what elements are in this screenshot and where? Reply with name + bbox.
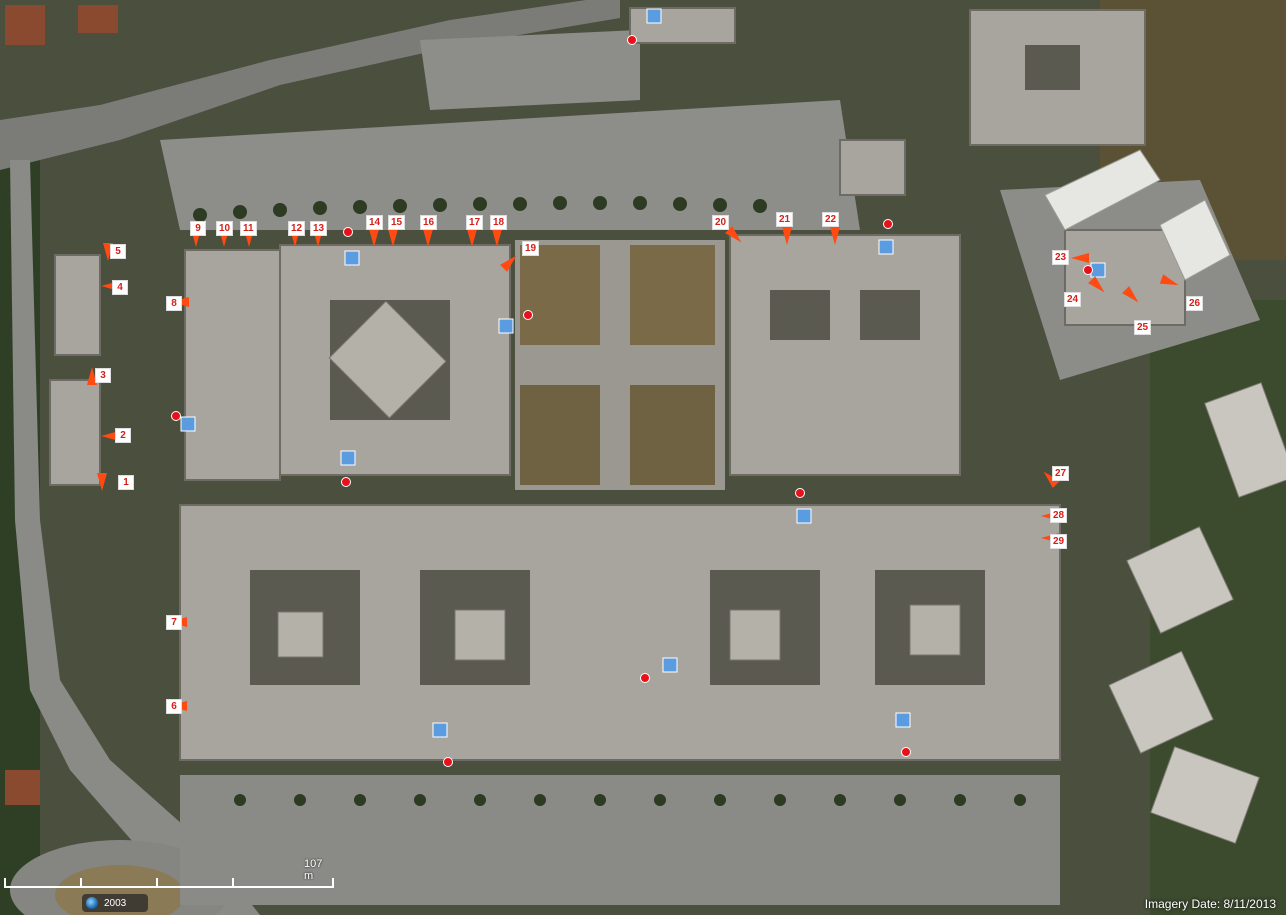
- marker-label: 3: [95, 368, 111, 383]
- red-dot-marker: [795, 488, 805, 498]
- red-dot-marker: [343, 227, 353, 237]
- camera-direction-arrow: [1088, 276, 1105, 293]
- camera-square-marker: [180, 416, 196, 432]
- marker-label: 11: [240, 221, 257, 236]
- camera-direction-arrow: [101, 431, 119, 441]
- scale-tick: [332, 878, 334, 888]
- marker-label: 15: [388, 215, 406, 230]
- marker-label: 26: [1186, 296, 1204, 311]
- marker-label: 19: [522, 241, 540, 256]
- red-dot-marker: [341, 477, 351, 487]
- camera-square-marker: [340, 450, 356, 466]
- marker-label: 6: [166, 699, 182, 714]
- camera-square-marker: [796, 508, 812, 524]
- marker-label: 27: [1052, 466, 1070, 481]
- marker-label: 4: [112, 280, 128, 295]
- camera-direction-arrow: [467, 229, 477, 247]
- red-dot-marker: [883, 219, 893, 229]
- scale-tick: [80, 878, 82, 888]
- clock-icon: [86, 897, 98, 909]
- scale-label: 107 m: [304, 858, 323, 882]
- camera-direction-arrow: [1159, 274, 1179, 286]
- marker-label: 24: [1064, 292, 1082, 307]
- imagery-date: Imagery Date: 8/11/2013: [1144, 897, 1276, 911]
- camera-direction-arrow: [97, 473, 107, 491]
- camera-square-marker: [344, 250, 360, 266]
- marker-label: 7: [166, 615, 182, 630]
- camera-square-marker: [498, 318, 514, 334]
- marker-label: 5: [110, 244, 126, 259]
- red-dot-marker: [627, 35, 637, 45]
- red-dot-marker: [1083, 265, 1093, 275]
- red-dot-marker: [443, 757, 453, 767]
- camera-square-marker: [878, 239, 894, 255]
- historical-year: 2003: [104, 897, 127, 909]
- camera-square-marker: [895, 712, 911, 728]
- scale-line: [4, 886, 334, 888]
- camera-direction-arrow: [830, 227, 840, 245]
- marker-label: 18: [490, 215, 508, 230]
- red-dot-marker: [171, 411, 181, 421]
- marker-label: 21: [776, 212, 794, 227]
- camera-direction-arrow: [369, 229, 379, 247]
- camera-direction-arrow: [782, 227, 792, 245]
- marker-label: 9: [190, 221, 206, 236]
- camera-direction-arrow: [1122, 286, 1139, 303]
- camera-square-marker: [432, 722, 448, 738]
- marker-label: 23: [1052, 250, 1070, 265]
- camera-direction-arrow: [423, 229, 433, 247]
- camera-direction-arrow: [725, 226, 742, 243]
- red-dot-marker: [523, 310, 533, 320]
- marker-label: 2: [115, 428, 131, 443]
- scale-tick: [156, 878, 158, 888]
- camera-square-marker: [1090, 262, 1106, 278]
- camera-square-marker: [646, 8, 662, 24]
- red-dot-marker: [901, 747, 911, 757]
- scale-tick: [4, 878, 6, 888]
- camera-direction-arrow: [492, 229, 502, 247]
- historical-imagery-button[interactable]: 2003: [82, 894, 148, 912]
- marker-label: 13: [310, 221, 328, 236]
- camera-direction-arrow: [1071, 253, 1089, 263]
- marker-label: 14: [366, 215, 384, 230]
- marker-label: 25: [1134, 320, 1152, 335]
- marker-label: 20: [712, 215, 730, 230]
- camera-direction-arrow: [388, 229, 398, 247]
- marker-label: 28: [1050, 508, 1068, 523]
- scale-bar: 107 m: [4, 858, 334, 888]
- red-dot-marker: [640, 673, 650, 683]
- marker-label: 1: [118, 475, 134, 490]
- camera-square-marker: [662, 657, 678, 673]
- marker-label: 29: [1050, 534, 1068, 549]
- marker-label: 22: [822, 212, 840, 227]
- marker-label: 12: [288, 221, 306, 236]
- camera-direction-arrow: [1043, 471, 1060, 488]
- camera-direction-arrow: [500, 255, 517, 272]
- marker-label: 8: [166, 296, 182, 311]
- camera-direction-arrow: [87, 367, 97, 385]
- scale-tick: [232, 878, 234, 888]
- marker-label: 16: [420, 215, 438, 230]
- marker-label: 17: [466, 215, 484, 230]
- marker-label: 10: [216, 221, 234, 236]
